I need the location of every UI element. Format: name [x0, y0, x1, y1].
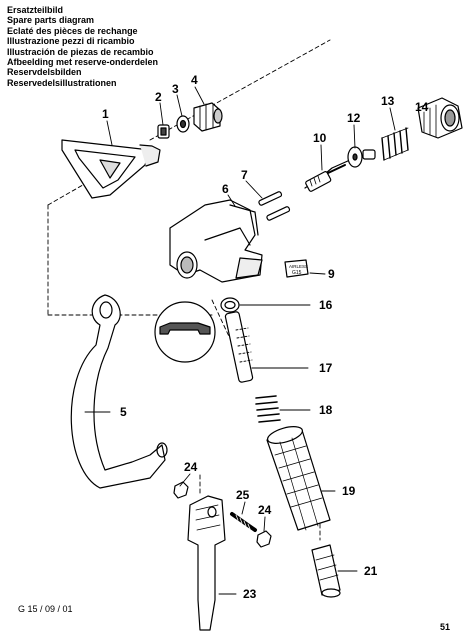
part-23-trigger [187, 495, 226, 631]
part-4-nut [193, 102, 223, 132]
part-3-seal [176, 115, 190, 133]
part-25-bolt [230, 512, 257, 532]
title-it: Illustrazione pezzi di ricambio [7, 36, 135, 47]
label-part-24-upper: 24 [184, 460, 198, 474]
part-17-filter-rod [224, 311, 254, 383]
document-code: G 15 / 09 / 01 [18, 604, 73, 614]
label-part-4: 4 [191, 73, 198, 87]
part-6-gun-body [169, 199, 263, 283]
part-21-swivel [311, 544, 341, 598]
part-9-label-tag: AIRLESS G15 [284, 259, 309, 278]
part-16-o-ring [154, 297, 240, 363]
tag-line-1: AIRLESS [289, 264, 308, 269]
title-sv: Reservdelsbilden [7, 67, 82, 78]
part-2-tip-insert [157, 124, 170, 139]
title-fr: Eclaté des pièces de rechange [7, 25, 138, 36]
part-7-pins [258, 191, 291, 221]
label-part-18: 18 [319, 403, 333, 417]
title-es: Illustración de piezas de recambio [7, 46, 154, 57]
part-14-cap-nut [417, 97, 463, 139]
label-part-3: 3 [172, 82, 179, 96]
part-19-handle [266, 426, 331, 531]
diagram-title-block: Ersatzteilbild Spare parts diagram Eclat… [7, 5, 158, 88]
label-part-16: 16 [319, 298, 333, 312]
title-de: Ersatzteilbild [7, 5, 64, 15]
title-en: Spare parts diagram [7, 15, 95, 26]
label-part-12: 12 [347, 111, 361, 125]
label-part-5: 5 [120, 405, 127, 419]
page-number: 51 [440, 622, 451, 632]
label-part-7: 7 [241, 168, 248, 182]
title-da: Reservedelsillustrationen [7, 77, 117, 88]
part-12-washer [347, 146, 376, 168]
label-part-10: 10 [313, 131, 327, 145]
part-13-spring [381, 127, 409, 161]
label-part-14: 14 [415, 100, 429, 114]
part-24-nuts [173, 481, 272, 548]
part-18-filter-spring [255, 395, 281, 423]
label-part-9: 9 [328, 267, 335, 281]
label-part-25: 25 [236, 488, 250, 502]
label-part-17: 17 [319, 361, 333, 375]
part-5-trigger-guard [70, 294, 168, 489]
label-part-23: 23 [243, 587, 257, 601]
leader-lines [84, 86, 429, 595]
label-part-24-lower: 24 [258, 503, 272, 517]
title-nl: Afbeelding met reserve-onderdelen [7, 57, 159, 68]
label-part-13: 13 [381, 94, 395, 108]
tag-line-2: G15 [292, 270, 302, 276]
part-1-tip-guard [61, 139, 161, 199]
label-part-21: 21 [364, 564, 378, 578]
part-10-valve-needle [304, 159, 351, 192]
label-part-6: 6 [222, 182, 229, 196]
label-part-2: 2 [155, 90, 162, 104]
label-part-19: 19 [342, 484, 356, 498]
label-part-1: 1 [102, 107, 109, 121]
